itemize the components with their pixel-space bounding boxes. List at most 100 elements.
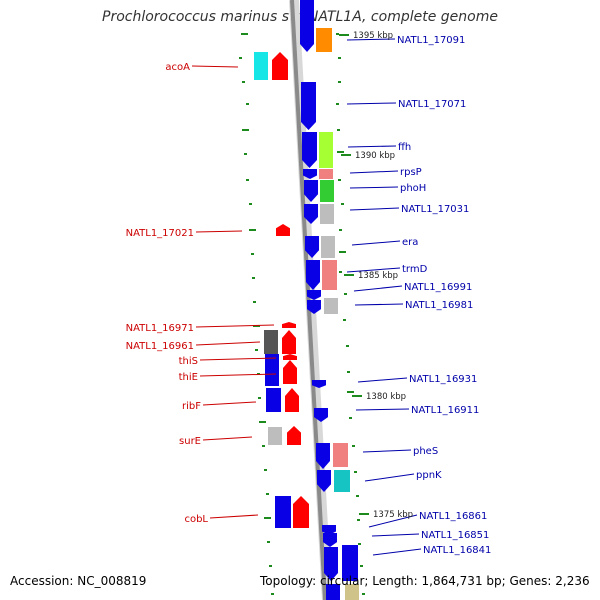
- gene-label-right: era: [402, 237, 418, 248]
- gene-label-right: NATL1_16981: [405, 300, 473, 311]
- scale-tick: [267, 541, 270, 543]
- scale-major-tick: [341, 154, 351, 156]
- label-leader: [346, 38, 396, 41]
- scale-tick: [262, 445, 265, 447]
- label-leader: [195, 341, 261, 346]
- gene-arrow-forward: [282, 322, 296, 328]
- gene-arrow-forward: [272, 52, 288, 80]
- label-leader: [354, 303, 404, 306]
- scale-tick: [264, 469, 267, 471]
- gene-arrow-reverse: [304, 204, 318, 224]
- accession-text: Accession: NC_008819: [10, 574, 147, 588]
- scale-tick: [339, 251, 346, 253]
- gene-block: [265, 354, 279, 356]
- label-leader: [372, 548, 422, 556]
- scale-tick: [249, 229, 256, 231]
- gene-arrow-forward: [285, 388, 299, 412]
- gene-label-right: ppnK: [416, 470, 442, 481]
- scale-tick: [266, 493, 269, 495]
- gene-labels: 1395 kbp 1390 kbp 1385 kbp 1380 kbp 1375 kbp…: [126, 31, 492, 556]
- label-leader: [191, 65, 239, 68]
- label-leader: [362, 449, 412, 453]
- gene-block: [265, 356, 279, 386]
- gene-label-right: phoH: [400, 183, 426, 194]
- gene-label-right: NATL1_16841: [423, 545, 491, 556]
- gene-arrow-reverse: [307, 290, 321, 300]
- scale-tick: [258, 397, 261, 399]
- gene-block: [264, 330, 278, 354]
- scale-tick: [347, 391, 354, 393]
- scale-tick: [347, 371, 350, 373]
- label-leader: [199, 373, 277, 377]
- gene-arrow-reverse: [312, 380, 326, 388]
- gene-block: [324, 298, 338, 314]
- scale-label: 1375 kbp: [373, 510, 413, 520]
- gene-arrow-forward: [282, 330, 296, 354]
- scale-tick: [341, 203, 344, 205]
- scale-tick: [253, 325, 260, 327]
- scale-tick: [242, 81, 245, 83]
- scale-ticks: [239, 33, 369, 595]
- scale-label: 1380 kbp: [366, 392, 406, 402]
- gene-arrow-reverse: [316, 443, 330, 469]
- label-leader: [195, 230, 243, 233]
- gene-label-left: NATL1_16961: [126, 341, 194, 352]
- gene-label-left: NATL1_16971: [126, 323, 194, 334]
- gene-block: [319, 132, 333, 168]
- gene-label-left: acoA: [165, 62, 190, 73]
- gene-arrow-reverse: [324, 547, 338, 581]
- gene-label-right: ffh: [398, 142, 411, 153]
- gene-block: [320, 204, 334, 224]
- gene-arrow-reverse: [314, 408, 328, 422]
- scale-tick: [336, 33, 339, 35]
- scale-label: 1395 kbp: [353, 31, 393, 41]
- gene-label-right: NATL1_16991: [404, 282, 472, 293]
- scale-tick: [356, 495, 359, 497]
- gene-arrow-reverse: [307, 300, 321, 314]
- label-leader: [353, 285, 403, 292]
- scale-tick: [338, 57, 341, 59]
- scale-tick: [360, 565, 363, 567]
- gene-arrow-forward: [283, 360, 297, 384]
- gene-block: [334, 470, 350, 492]
- label-leader: [351, 240, 401, 246]
- gene-features: [254, 0, 359, 600]
- map-title: Prochlorococcus marinus str. NATL1A, com…: [102, 9, 498, 25]
- scale-tick: [338, 179, 341, 181]
- gene-block: [333, 443, 348, 467]
- scale-tick: [339, 271, 342, 273]
- scale-label: 1385 kbp: [358, 271, 398, 281]
- gene-label-right: NATL1_17091: [397, 35, 465, 46]
- gene-block: [321, 236, 335, 258]
- scale-tick: [339, 229, 342, 231]
- scale-tick: [251, 253, 254, 255]
- gene-block: [342, 545, 358, 581]
- gene-block: [326, 584, 340, 600]
- scale-tick: [253, 301, 256, 303]
- gene-arrow-reverse: [305, 236, 319, 258]
- scale-label: 1390 kbp: [355, 151, 395, 161]
- label-leader: [349, 170, 399, 174]
- scale-tick: [246, 179, 249, 181]
- gene-label-right: NATL1_17031: [401, 204, 469, 215]
- scale-tick: [362, 593, 365, 595]
- gene-arrow-reverse: [300, 20, 314, 52]
- label-leader: [371, 533, 420, 537]
- gene-block: [319, 169, 333, 179]
- gene-block: [345, 584, 359, 600]
- gene-block: [275, 496, 291, 528]
- gene-label-left: cobL: [184, 514, 208, 525]
- gene-label-right: NATL1_16851: [421, 530, 489, 541]
- label-leader: [357, 377, 408, 383]
- label-leaders: [191, 38, 422, 556]
- gene-arrow-reverse: [301, 82, 316, 130]
- gene-label-right: rpsP: [400, 167, 422, 178]
- gene-arrow-reverse: [303, 169, 317, 179]
- label-leader: [368, 514, 418, 528]
- scale-major-tick: [359, 513, 369, 515]
- gene-label-right: NATL1_16911: [411, 405, 479, 416]
- scale-tick: [271, 593, 274, 595]
- gene-arrow-reverse: [304, 180, 318, 202]
- scale-tick: [241, 33, 248, 35]
